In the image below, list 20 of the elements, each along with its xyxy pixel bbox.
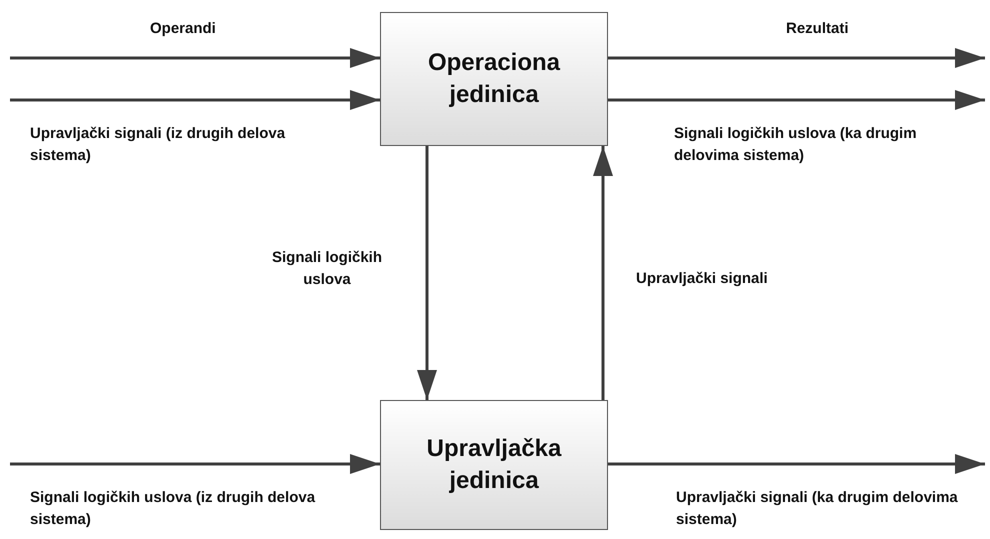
process-box bbox=[380, 12, 608, 146]
arrow bbox=[608, 90, 985, 110]
edge-label: Signali logičkih uslova bbox=[270, 248, 384, 290]
edge-label: Rezultati bbox=[786, 19, 850, 39]
edge-label: Upravljački signali (ka drugim delovima sistema) bbox=[676, 488, 959, 530]
edge-label: Signali logičkih uslova (iz drugih delova sistema) bbox=[30, 488, 316, 530]
edge-label: Upravljački signali bbox=[636, 269, 769, 289]
process-box bbox=[380, 400, 608, 530]
edge-label: Signali logičkih uslova (ka drugim delovima sistema) bbox=[674, 124, 918, 166]
arrow bbox=[10, 90, 380, 110]
arrow bbox=[10, 48, 380, 68]
edge-label: Upravljački signali (iz drugih delova sistema) bbox=[30, 124, 286, 166]
box-title: Operaciona jedinica bbox=[426, 48, 562, 110]
arrow bbox=[608, 48, 985, 68]
edge-label: Operandi bbox=[150, 19, 217, 39]
box-title: Upravljačka jedinica bbox=[426, 434, 562, 496]
arrow bbox=[608, 454, 985, 474]
arrow bbox=[593, 146, 613, 400]
arrow bbox=[417, 146, 437, 400]
arrow bbox=[10, 454, 380, 474]
